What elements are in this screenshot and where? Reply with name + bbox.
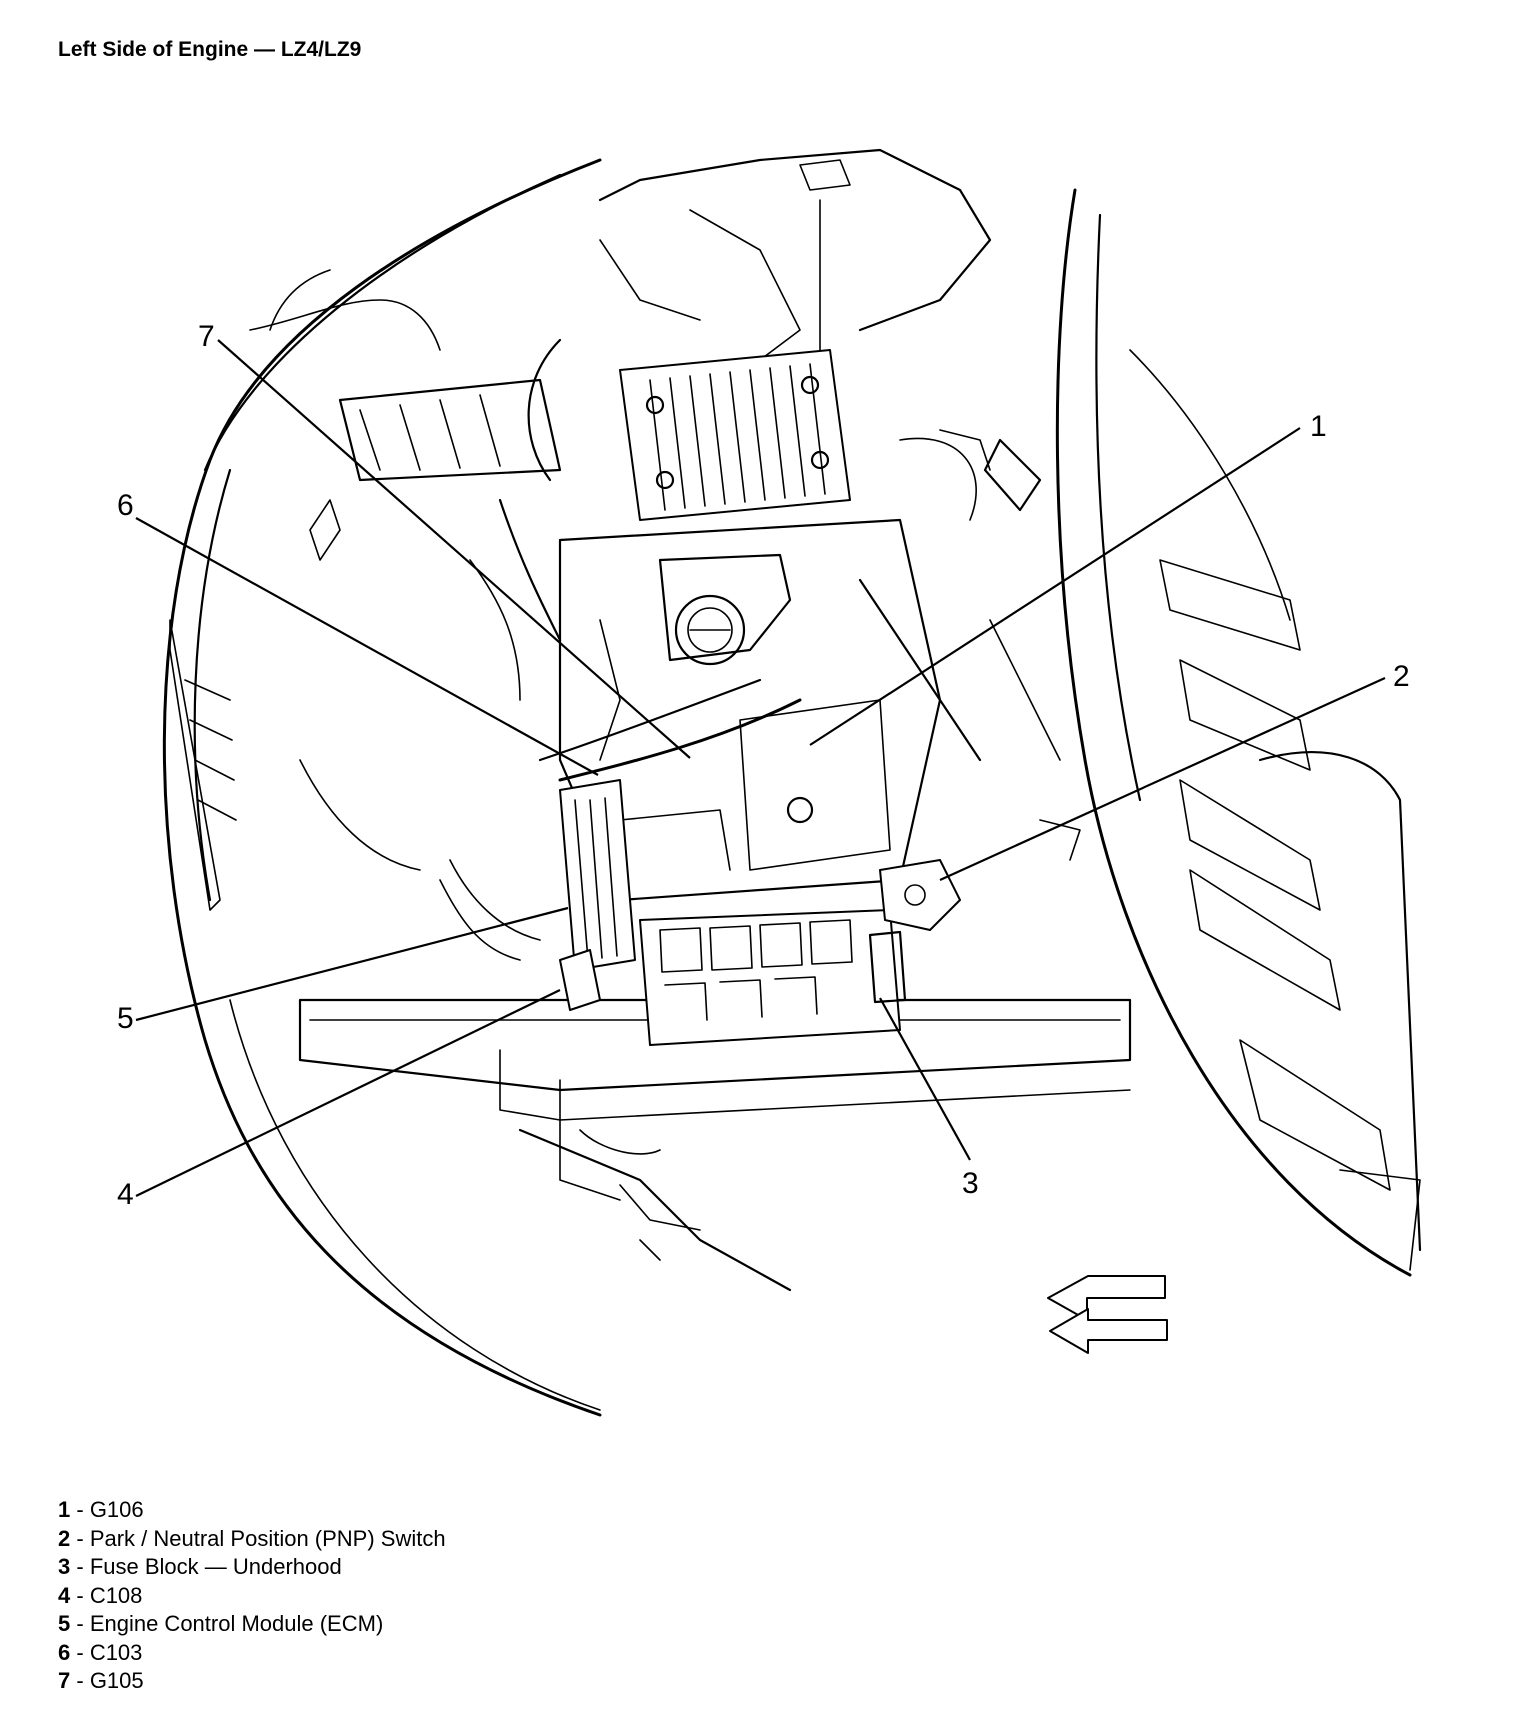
right-fender <box>1055 188 1422 1277</box>
legend-text: C108 <box>89 1582 143 1608</box>
throttle-body <box>658 553 792 666</box>
leader-line-6 <box>135 517 599 776</box>
leader-line-7 <box>217 339 691 759</box>
hoses-wiring <box>439 338 1081 961</box>
leader-line-4 <box>135 989 561 1197</box>
leader-line-3 <box>879 997 971 1161</box>
legend-number: 1 <box>58 1497 71 1522</box>
legend-text: Park / Neutral Position (PNP) Switch <box>89 1525 446 1551</box>
legend-item-2: 2 - Park / Neutral Position (PNP) Switch <box>58 1525 446 1551</box>
legend-text: Fuse Block — Underhood <box>89 1554 342 1579</box>
engine-control-module-drawing <box>559 779 636 971</box>
front-direction-arrow-icon <box>1047 1275 1168 1354</box>
cowl-panel <box>598 148 992 361</box>
callout-number-1: 1 <box>1310 410 1327 443</box>
legend-number: 6 <box>58 1639 71 1665</box>
legend-item-5: 5 - Engine Control Module (ECM) <box>58 1611 384 1636</box>
legend-item-6: 6 - C103 <box>58 1639 143 1665</box>
left-fender <box>162 158 602 1417</box>
callout-number-6: 6 <box>117 489 134 522</box>
callout-number-3: 3 <box>962 1167 979 1200</box>
callout-numbers: 1 2 3 4 5 6 7 <box>117 320 1410 1211</box>
radiator-support <box>298 998 1132 1292</box>
legend-text: C103 <box>89 1639 143 1665</box>
legend-text: G105 <box>89 1668 144 1693</box>
callout-number-4: 4 <box>117 1178 134 1211</box>
intake-manifold <box>619 349 851 521</box>
callout-number-7: 7 <box>198 320 215 353</box>
legend-text: G106 <box>89 1497 144 1522</box>
callout-legend: 1 - G106 2 - Park / Neutral Position (PN… <box>58 1496 446 1696</box>
legend-number: 4 <box>58 1582 71 1608</box>
fuse-block-drawing <box>639 909 907 1046</box>
callout-number-5: 5 <box>117 1002 134 1035</box>
pnp-switch-drawing <box>879 859 961 931</box>
legend-number: 5 <box>58 1611 71 1636</box>
legend-item-1: 1 - G106 <box>58 1497 144 1522</box>
leader-line-1 <box>809 427 1301 746</box>
left-side-support <box>309 378 562 561</box>
legend-text: Engine Control Module (ECM) <box>89 1611 384 1636</box>
legend-item-3: 3 - Fuse Block — Underhood <box>58 1554 342 1579</box>
legend-number: 7 <box>58 1668 71 1693</box>
c108-connector-drawing <box>559 949 601 1011</box>
diagram-title: Left Side of Engine — LZ4/LZ9 <box>58 38 362 61</box>
callout-number-2: 2 <box>1393 660 1410 693</box>
legend-number: 3 <box>58 1554 71 1579</box>
legend-item-4: 4 - C108 <box>58 1582 143 1608</box>
leader-lines <box>135 339 1386 1197</box>
legend-item-7: 7 - G105 <box>58 1668 144 1693</box>
legend-number: 2 <box>58 1525 71 1551</box>
leader-line-2 <box>939 676 1386 882</box>
leader-line-5 <box>135 906 569 1022</box>
